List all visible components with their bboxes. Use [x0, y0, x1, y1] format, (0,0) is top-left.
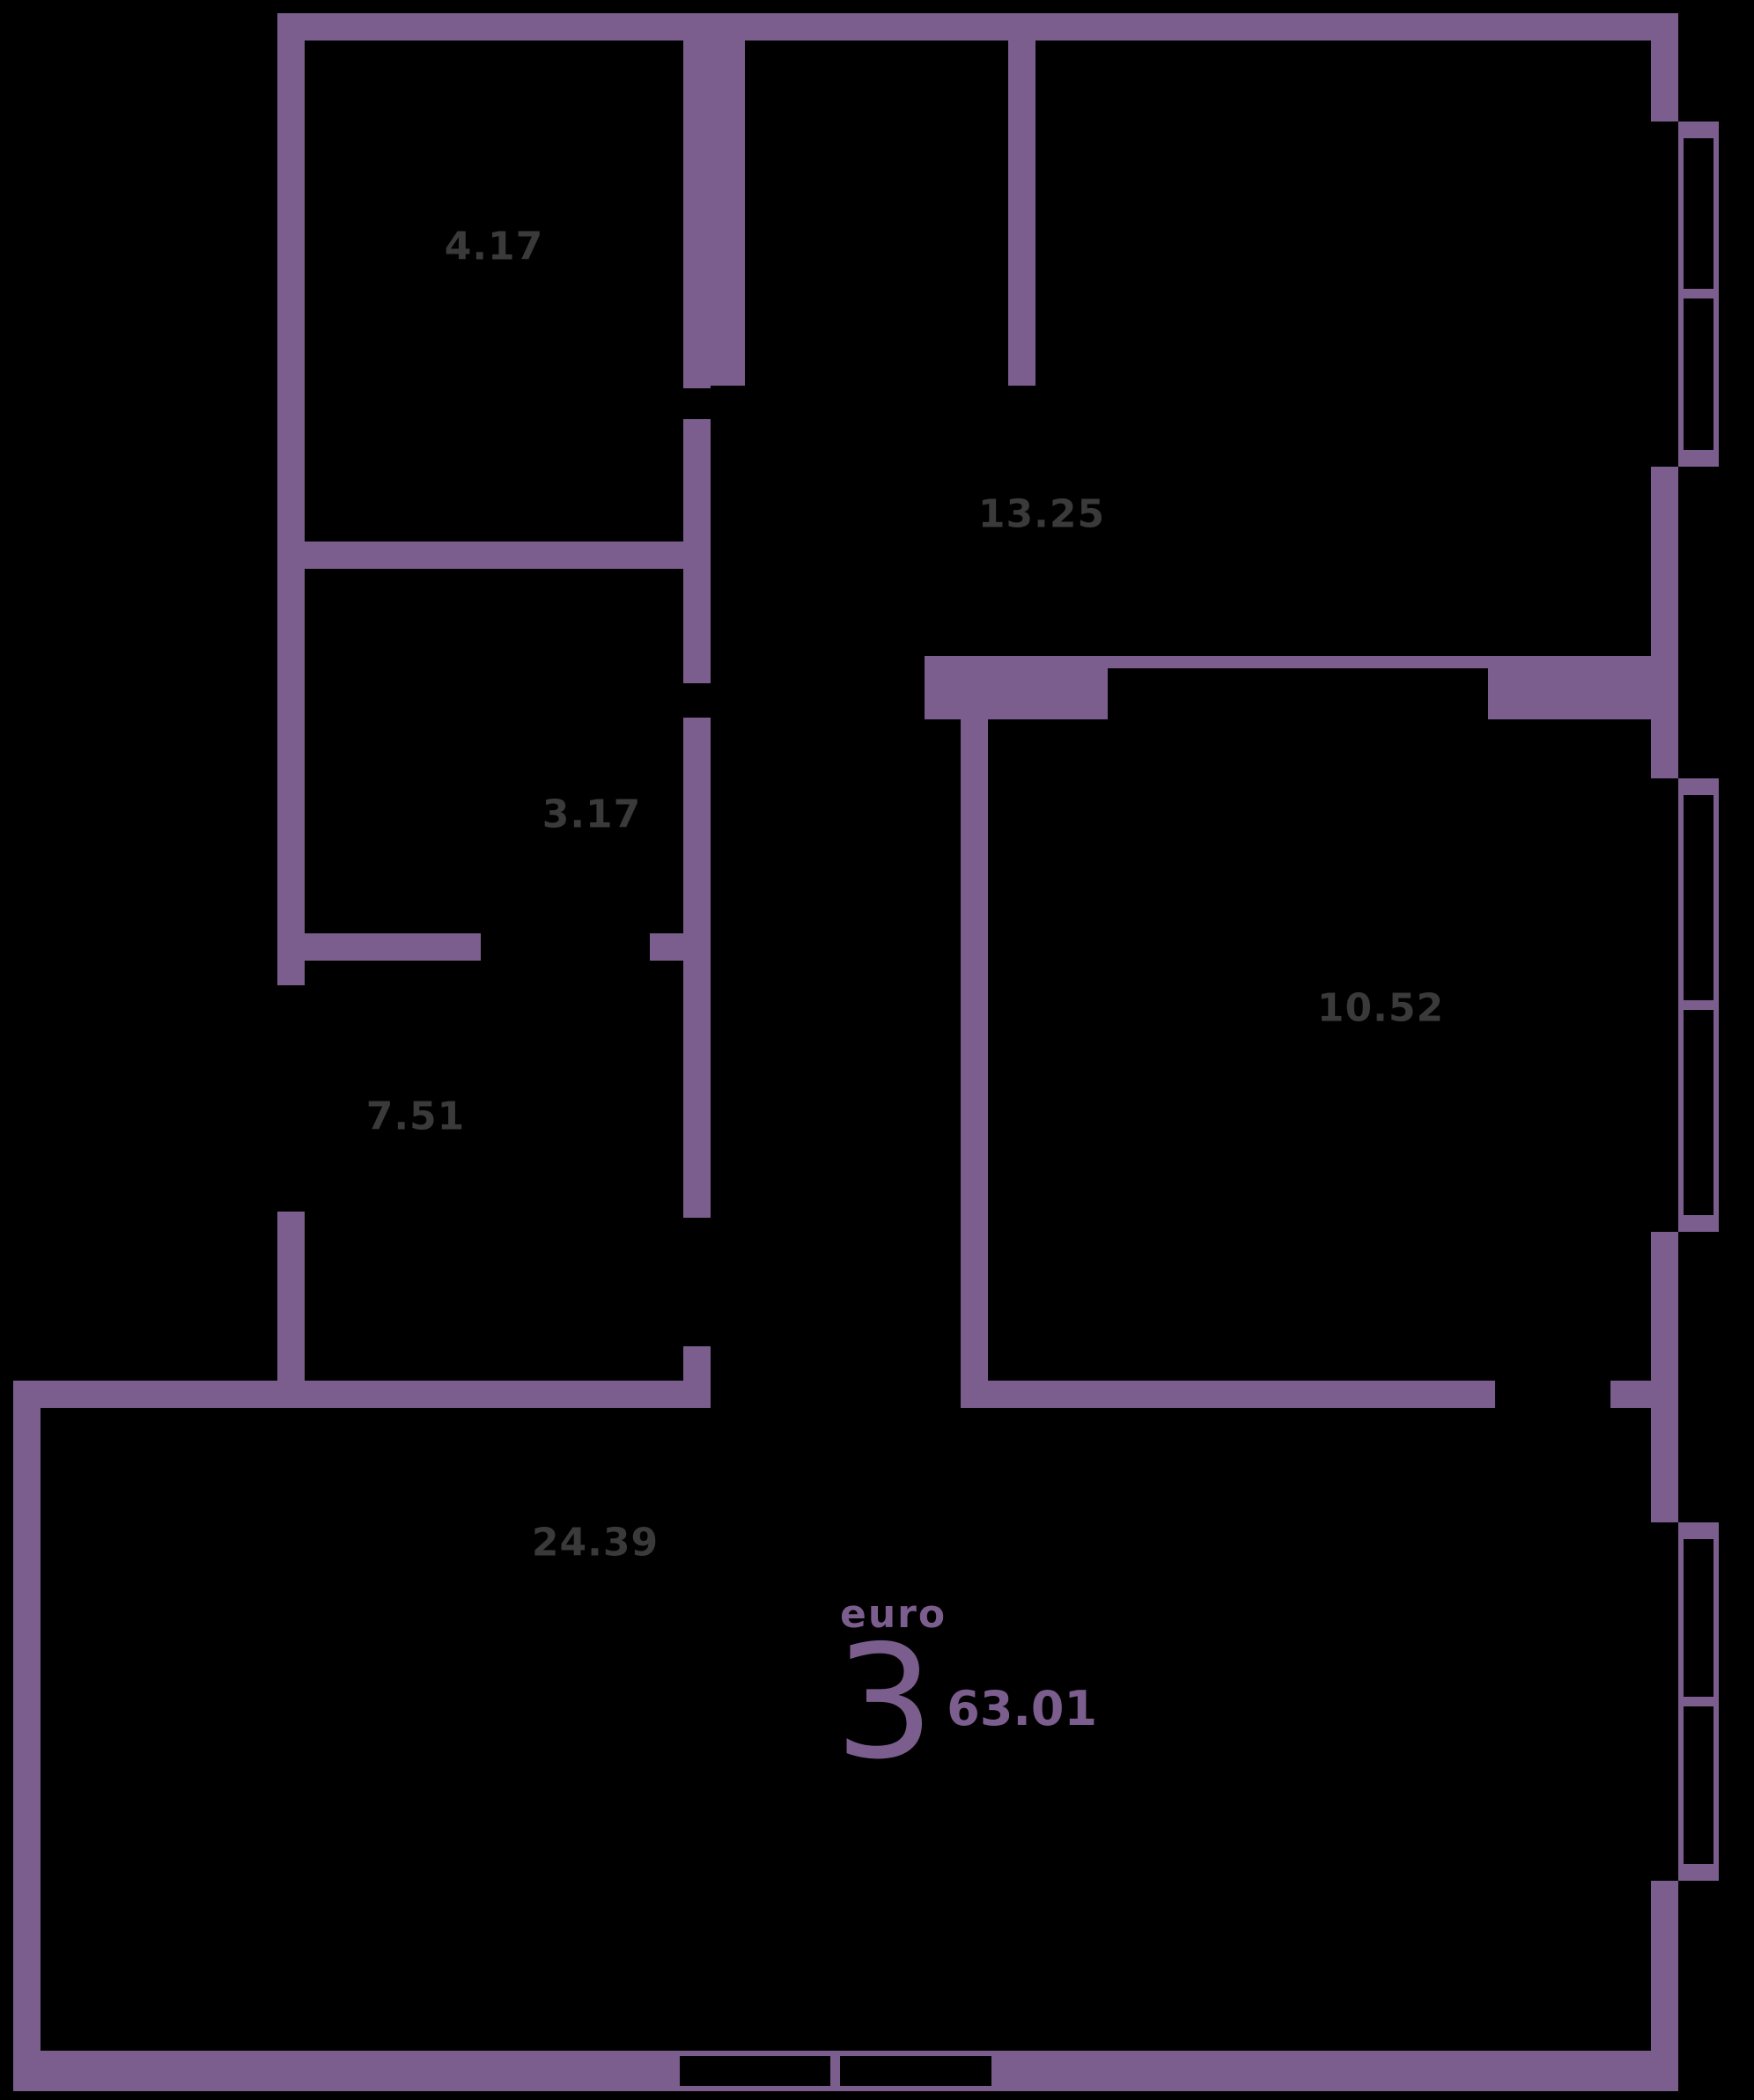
- wall: [305, 542, 704, 569]
- wall: [683, 41, 711, 388]
- room-area-label: 13.25: [977, 491, 1106, 537]
- window-symbol: [663, 2051, 1008, 2091]
- wall: [683, 419, 711, 569]
- window-cap-icon: [668, 2056, 680, 2086]
- room-area-label: 4.17: [444, 224, 544, 269]
- wall: [1008, 2051, 1678, 2091]
- wall: [711, 41, 745, 386]
- apartment-format-label: euro: [840, 1592, 947, 1637]
- window-cap-icon: [1684, 450, 1713, 461]
- room-area-label: 3.17: [542, 792, 642, 837]
- wall: [305, 1381, 704, 1408]
- window-cap-icon: [1684, 127, 1713, 138]
- window-symbol: [1678, 778, 1719, 1232]
- window-symbol: [1678, 122, 1719, 467]
- window-cap-icon: [1684, 289, 1713, 298]
- window-cap-icon: [1684, 1864, 1713, 1875]
- wall: [961, 656, 988, 1408]
- apartment-badge: euro 3 63.01: [835, 1592, 1098, 1794]
- wall: [988, 1381, 1495, 1408]
- window-cap-icon: [1684, 1696, 1713, 1706]
- wall: [13, 1381, 41, 2091]
- window-cap-icon: [1684, 784, 1713, 795]
- wall: [683, 718, 711, 933]
- window-cap-icon: [1684, 1528, 1713, 1539]
- wall: [683, 569, 711, 683]
- window-cap-icon: [830, 2056, 840, 2086]
- wall: [1488, 656, 1678, 719]
- wall: [277, 13, 305, 985]
- window-symbol: [1678, 1522, 1719, 1881]
- wall: [925, 656, 1108, 719]
- wall: [277, 13, 1678, 41]
- window-cap-icon: [1684, 999, 1713, 1010]
- wall: [1651, 467, 1678, 778]
- wall: [13, 1381, 305, 1408]
- room-area-label: 10.52: [1316, 985, 1445, 1031]
- wall: [305, 933, 481, 961]
- wall: [1008, 41, 1035, 386]
- rooms-count-label: 3: [835, 1611, 935, 1794]
- wall: [1651, 1881, 1678, 2091]
- total-area-label: 63.01: [947, 1681, 1098, 1737]
- wall: [13, 2051, 663, 2091]
- wall: [683, 961, 711, 1218]
- wall: [1651, 1232, 1678, 1522]
- room-area-label: 7.51: [365, 1094, 466, 1139]
- window-cap-icon: [991, 2056, 1003, 2086]
- wall: [1651, 13, 1678, 122]
- wall: [650, 933, 711, 961]
- wall: [277, 1212, 305, 1408]
- window-cap-icon: [1684, 1215, 1713, 1227]
- wall-lintel: [1108, 656, 1488, 668]
- room-area-label: 24.39: [531, 1520, 660, 1566]
